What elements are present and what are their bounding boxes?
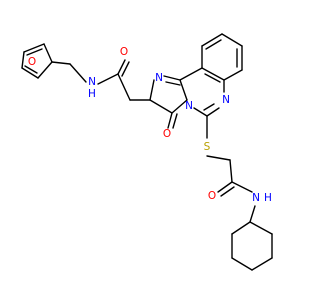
atom-amide2-hydrogen: H [264,192,272,204]
atom-keto-oxygen: O [163,128,171,140]
atom-ring-nitrogen-imine: N [155,72,163,84]
atom-amide1-hydrogen: H [88,88,96,100]
atom-amide2-oxygen: O [208,190,216,202]
bonds [21,33,273,271]
atom-thioether-sulfur: S [204,141,211,153]
molecule-canvas: O N H O N N N O S O N H [21,33,273,271]
atom-amide1-oxygen: O [120,46,128,58]
molecule-structure: O N H O N N N O S O N H [21,33,273,271]
atom-ring-nitrogen-bridge: N [185,100,193,112]
atom-labels: O N H O N N N O S O N H [28,46,272,204]
atom-ring-nitrogen-pyrimidine: N [222,94,230,106]
atom-amide1-nitrogen: N [88,76,96,88]
atom-furan-oxygen: O [28,56,36,68]
atom-amide2-nitrogen: N [252,192,260,204]
